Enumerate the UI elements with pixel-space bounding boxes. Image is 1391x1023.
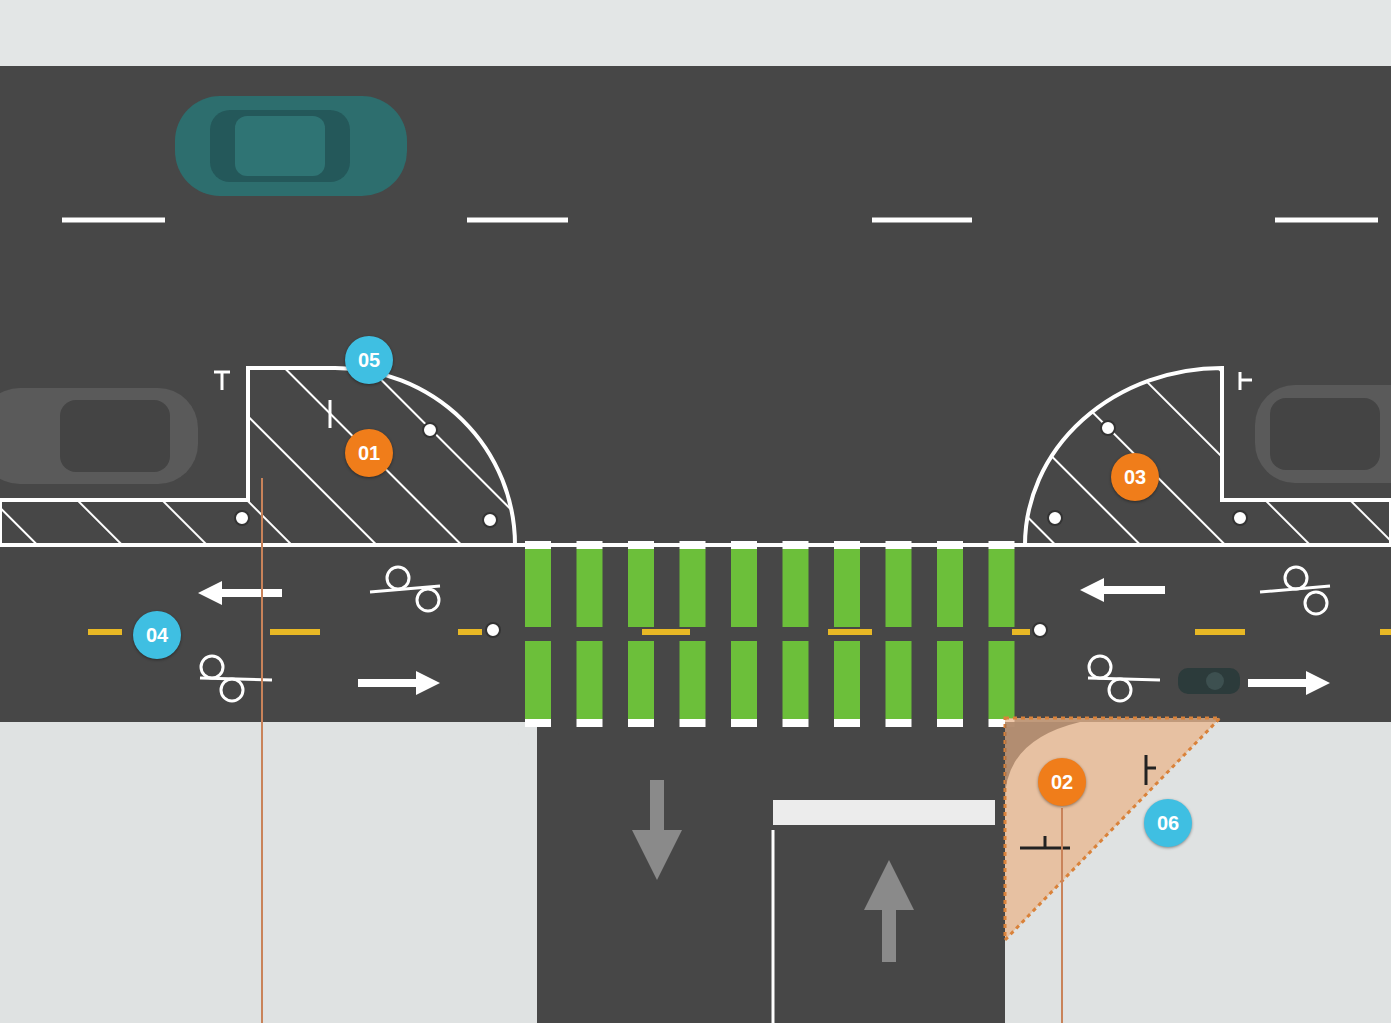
side-street — [537, 700, 1005, 1023]
callout-badge: 04 — [133, 611, 181, 659]
callout-number: 06 — [1157, 812, 1179, 835]
lane-arrow — [632, 780, 682, 880]
callout-badge: 06 — [1144, 799, 1192, 847]
sidewalk — [1005, 722, 1391, 1023]
corner-radius-zone — [1005, 718, 1220, 940]
leader-line — [262, 478, 1062, 1023]
lane-markings — [62, 218, 1378, 223]
road — [0, 66, 1391, 722]
callout-number: 01 — [358, 442, 380, 465]
bike-symbol — [200, 567, 1330, 701]
green-crosswalk — [525, 541, 1015, 727]
callout-badge: 05 — [345, 336, 393, 384]
sidewalk — [0, 0, 1391, 66]
callout-badge: 02 — [1038, 758, 1086, 806]
bike-lane-centerline — [88, 629, 1391, 635]
callout-number: 04 — [146, 624, 168, 647]
sign-symbol — [1020, 755, 1156, 848]
callout-badge: 03 — [1111, 453, 1159, 501]
car — [175, 96, 407, 196]
cyclist — [1178, 668, 1240, 694]
sidewalk — [0, 722, 537, 1023]
callout-number: 03 — [1124, 466, 1146, 489]
center-line — [772, 830, 775, 1023]
bollard — [235, 421, 1247, 637]
lane-arrow — [198, 578, 1330, 695]
stop-bar — [773, 800, 995, 825]
lane-arrow — [864, 860, 914, 962]
callout-badge: 01 — [345, 429, 393, 477]
callout-number: 02 — [1051, 771, 1073, 794]
lane-line — [0, 543, 1391, 547]
car — [0, 385, 1391, 484]
callout-number: 05 — [358, 349, 380, 372]
